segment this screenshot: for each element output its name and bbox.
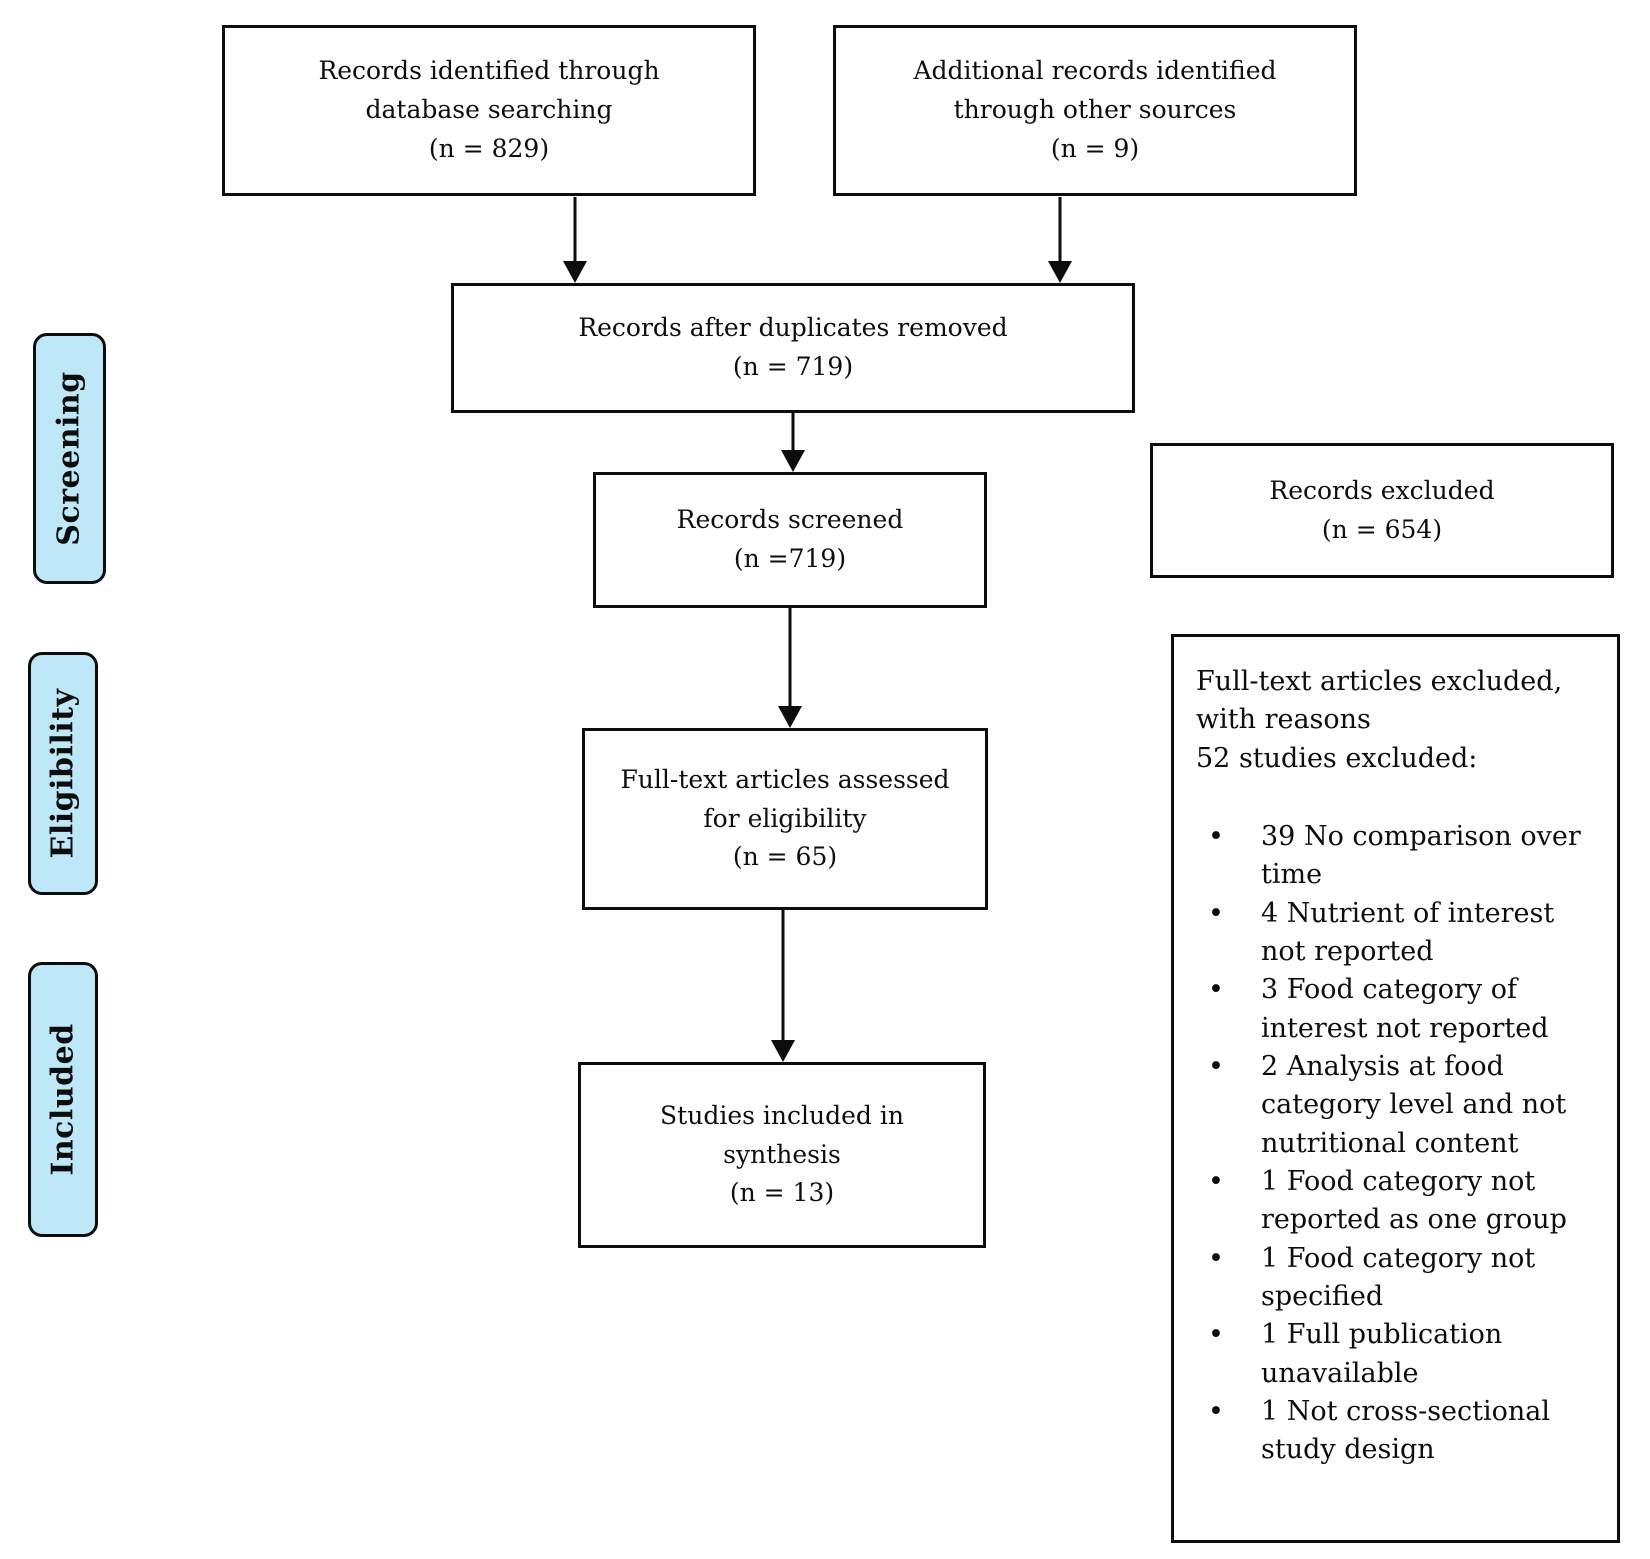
excluded-reason-item: 1 Food category not specified — [1196, 1240, 1599, 1317]
excluded-reason-item: 3 Food category of interest not reported — [1196, 971, 1599, 1048]
box-records-after-duplicates-removed: Records after duplicates removed (n = 71… — [451, 283, 1135, 413]
arrow-shaft — [1058, 197, 1062, 263]
arrow-other-sources-to-duplicates — [1048, 197, 1072, 283]
box-records-excluded-text: Records excluded (n = 654) — [1269, 475, 1495, 544]
arrow-shaft — [573, 197, 577, 263]
box-records-after-duplicates-removed-text: Records after duplicates removed (n = 71… — [578, 313, 1008, 381]
box-fulltext-excluded-reasons: Full-text articles excluded, with reason… — [1171, 634, 1620, 1543]
excluded-reason-item: 1 Full publication unavailable — [1196, 1316, 1599, 1393]
arrow-head-icon — [563, 261, 587, 283]
box-records-identified-database-text: Records identified through database sear… — [318, 56, 660, 163]
stage-label-screening-text: Screening — [52, 371, 88, 546]
box-fulltext-assessed-text: Full-text articles assessed for eligibil… — [620, 764, 950, 872]
excluded-reason-item: 1 Food category not reported as one grou… — [1196, 1163, 1599, 1240]
excluded-reason-item: 4 Nutrient of interest not reported — [1196, 895, 1599, 972]
arrow-fulltext-to-included — [771, 910, 795, 1062]
excluded-reason-item: 1 Not cross-sectional study design — [1196, 1393, 1599, 1470]
stage-label-eligibility-text: Eligibility — [45, 688, 81, 859]
stage-label-eligibility: Eligibility — [28, 652, 98, 895]
excluded-reason-item: 2 Analysis at food category level and no… — [1196, 1048, 1599, 1163]
box-additional-records-other-sources: Additional records identified through ot… — [833, 25, 1357, 196]
box-fulltext-assessed: Full-text articles assessed for eligibil… — [582, 728, 988, 910]
arrow-head-icon — [771, 1040, 795, 1062]
arrow-shaft — [788, 608, 792, 708]
arrow-head-icon — [778, 706, 802, 728]
stage-label-included-text: Included — [45, 1023, 81, 1176]
excluded-reason-item: 39 No comparison over time — [1196, 818, 1599, 895]
box-additional-records-other-sources-text: Additional records identified through ot… — [913, 56, 1277, 163]
fulltext-excluded-reasons-heading: Full-text articles excluded, with reason… — [1196, 666, 1563, 774]
box-studies-included-synthesis-text: Studies included in synthesis (n = 13) — [660, 1100, 904, 1208]
box-records-screened: Records screened (n =719) — [593, 472, 987, 608]
stage-label-included: Included — [28, 962, 98, 1237]
arrow-head-icon — [1048, 261, 1072, 283]
arrow-duplicates-to-screened — [781, 413, 805, 472]
box-records-screened-text: Records screened (n =719) — [676, 505, 904, 573]
stage-label-screening: Screening — [33, 333, 106, 584]
box-records-identified-database: Records identified through database sear… — [222, 25, 756, 196]
box-records-excluded: Records excluded (n = 654) — [1150, 443, 1614, 578]
box-studies-included-synthesis: Studies included in synthesis (n = 13) — [578, 1062, 986, 1248]
arrow-head-icon — [781, 450, 805, 472]
arrow-shaft — [781, 910, 785, 1042]
fulltext-excluded-reasons-list: 39 No comparison over time4 Nutrient of … — [1196, 818, 1599, 1470]
arrow-database-to-duplicates — [563, 197, 587, 283]
arrow-screened-to-fulltext — [778, 608, 802, 728]
arrow-shaft — [791, 413, 795, 452]
